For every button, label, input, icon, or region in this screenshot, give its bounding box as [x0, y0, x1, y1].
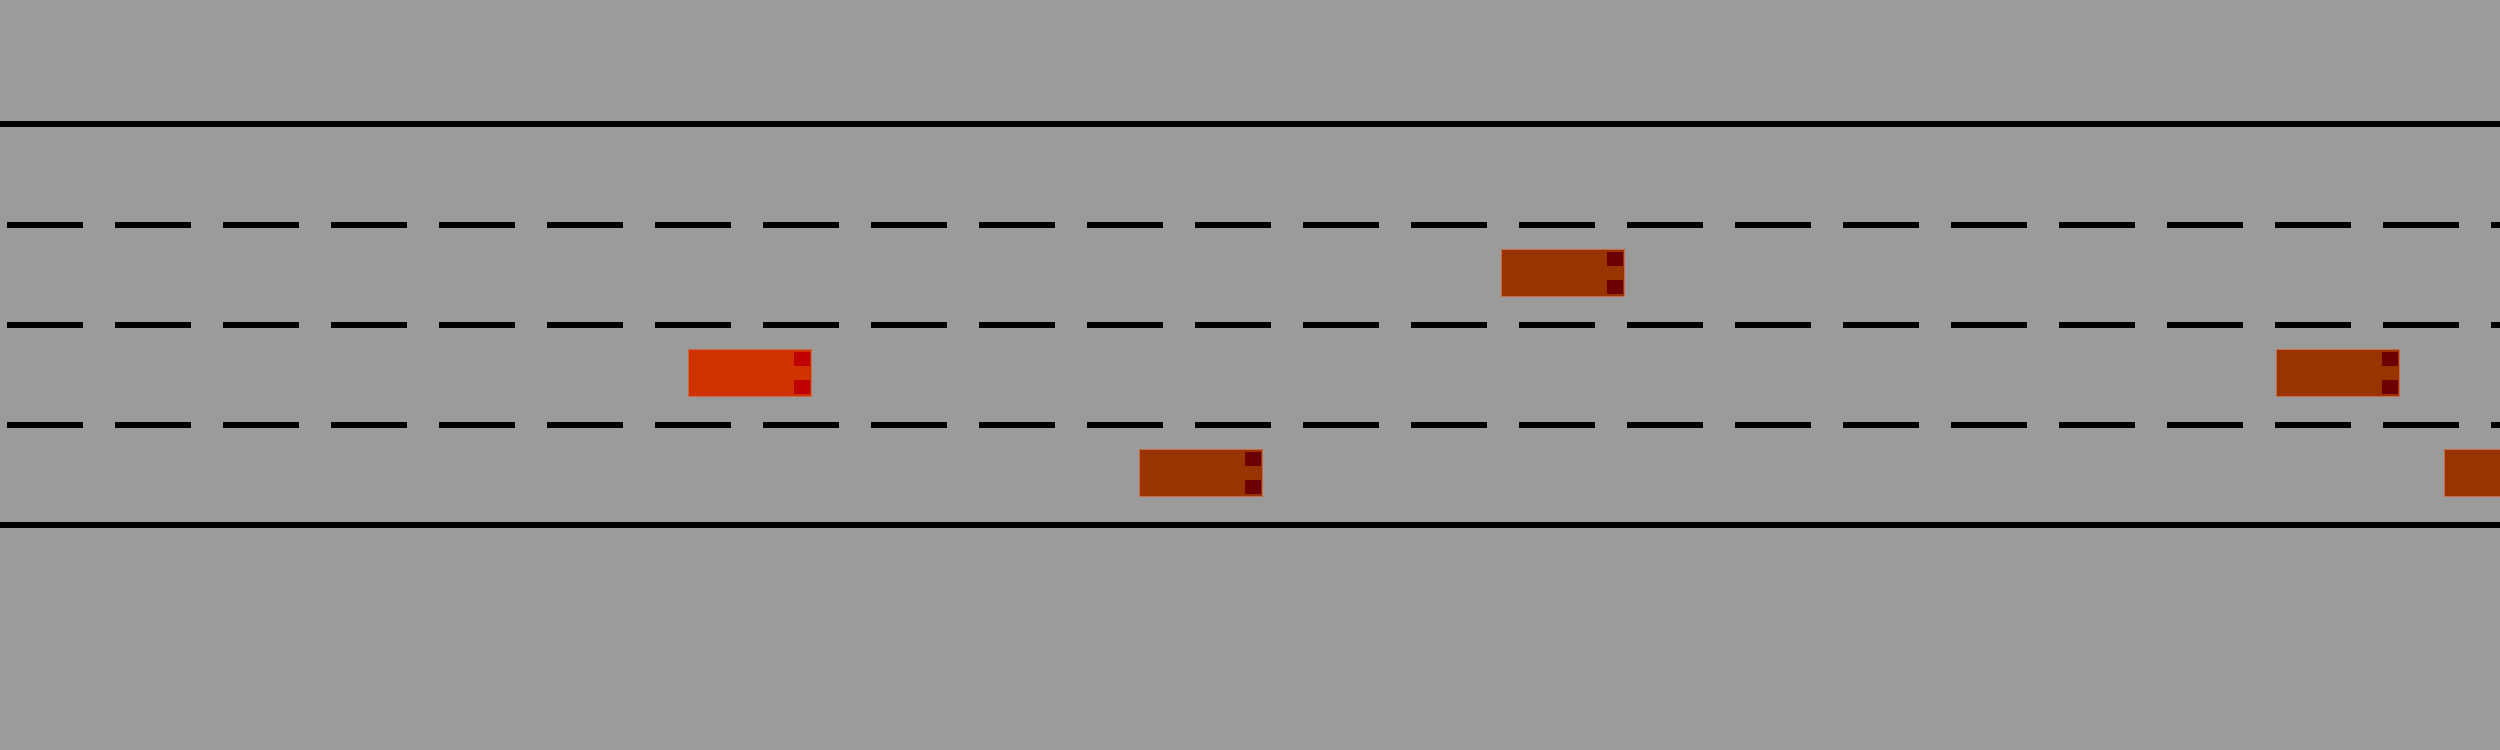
tail-light	[1245, 480, 1261, 494]
tail-light	[2382, 352, 2398, 366]
tail-light	[794, 352, 810, 366]
tail-light	[794, 380, 810, 394]
tail-light	[2382, 380, 2398, 394]
other-vehicle	[2444, 449, 2500, 497]
ego-vehicle	[688, 349, 812, 397]
road-edge-top	[0, 121, 2500, 127]
tail-light	[1607, 252, 1623, 266]
lane-divider-2	[0, 322, 2500, 328]
other-vehicle	[2276, 349, 2400, 397]
tail-light	[1245, 452, 1261, 466]
lane-divider-3	[0, 422, 2500, 428]
road-edge-bottom	[0, 522, 2500, 528]
other-vehicle	[1501, 249, 1625, 297]
lane-divider-1	[0, 222, 2500, 228]
tail-light	[1607, 280, 1623, 294]
other-vehicle	[1139, 449, 1263, 497]
